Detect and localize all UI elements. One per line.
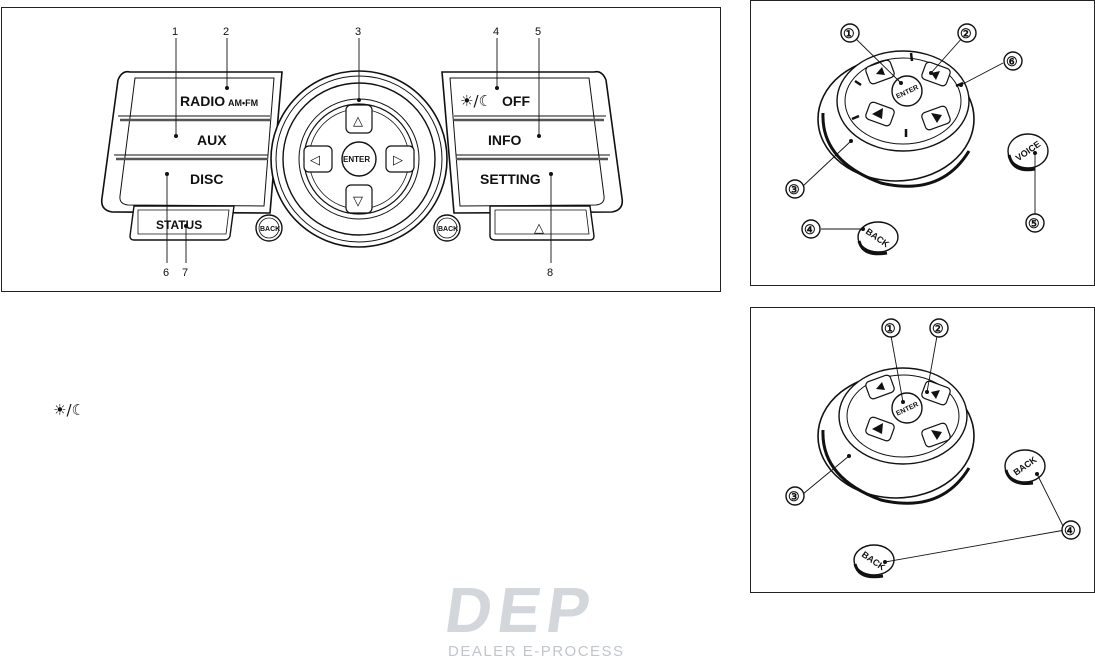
svg-text:①: ①	[884, 321, 896, 336]
am-fm-label: AM•FM	[228, 98, 258, 108]
off-button-label[interactable]: OFF	[502, 93, 530, 109]
right-button-separators	[454, 115, 610, 161]
dep-watermark: DEP DEALER E-PROCESS	[438, 574, 658, 662]
callout-circle-1-top: ①	[840, 23, 860, 43]
callout-circle-5-top: ⑤	[1025, 213, 1045, 233]
callout-2: 2	[223, 26, 229, 38]
watermark-logo: DEP	[440, 574, 601, 646]
status-button[interactable]	[129, 205, 235, 241]
steer-up-key[interactable]	[865, 59, 896, 85]
steer-left-key[interactable]	[865, 101, 896, 127]
back-button-lower[interactable]: BACK	[853, 544, 895, 579]
steer-down-key[interactable]	[921, 105, 952, 131]
left-button-separators	[114, 115, 270, 161]
steering-switch-diagram-back: ENTER BACK BACK ① ② ③ ④	[750, 307, 1095, 593]
right-housing	[441, 70, 624, 214]
arrow-right-key[interactable]: ▷	[385, 145, 415, 173]
status-button-label: STATUS	[156, 218, 202, 232]
left-housing	[100, 70, 283, 214]
svg-text:①: ①	[843, 26, 855, 41]
callout-circle-4-top: ④	[801, 219, 821, 239]
callout-7: 7	[182, 267, 188, 279]
callout-lines-top	[802, 36, 1036, 230]
svg-text:③: ③	[788, 489, 800, 504]
arrow-left-icon: ◁	[310, 153, 320, 168]
info-button-label[interactable]: INFO	[488, 132, 522, 148]
callout-lines-bottom	[802, 335, 1066, 563]
steer-up-key-bottom[interactable]	[865, 374, 896, 400]
steer-left-key-bottom[interactable]	[865, 416, 896, 442]
enter-button[interactable]: ENTER	[341, 141, 377, 177]
callout-circle-3-bottom: ③	[785, 486, 805, 506]
back-left-label: BACK	[260, 226, 280, 233]
steering-switch-drawing-top: ENTER VOICE BACK ① ② ⑥ ③ ④ ⑤	[785, 23, 1049, 256]
svg-text:⑤: ⑤	[1028, 216, 1040, 231]
back-button-left[interactable]: BACK	[255, 214, 283, 242]
steer-back-button[interactable]: BACK	[857, 221, 899, 256]
svg-text:⑥: ⑥	[1006, 54, 1018, 69]
callout-5: 5	[535, 26, 541, 38]
callout-circle-2-top: ②	[957, 23, 977, 43]
control-panel-diagram: RADIO AM•FM AUX DISC ☀/☾ OFF INFO SETTIN…	[1, 7, 721, 292]
callout-lines	[166, 38, 552, 263]
callout-circle-6-top: ⑥	[1003, 51, 1023, 71]
arrow-right-icon: ▷	[393, 153, 403, 168]
aux-button-label[interactable]: AUX	[197, 132, 227, 148]
setting-button-label[interactable]: SETTING	[480, 171, 541, 187]
callout-circle-4-bottom: ④	[1061, 520, 1081, 540]
arrow-up-key[interactable]: △	[345, 104, 373, 134]
steer-down-key-bottom[interactable]	[921, 422, 952, 448]
callout-4: 4	[493, 26, 499, 38]
steer-enter-button-bottom[interactable]: ENTER	[891, 392, 923, 424]
enter-label: ENTER	[343, 155, 370, 164]
hazard-icon: △	[534, 221, 544, 236]
steer-enter-button[interactable]: ENTER	[891, 75, 923, 107]
back-button-right[interactable]: BACK	[433, 214, 461, 242]
hazard-button[interactable]	[489, 205, 595, 241]
watermark-subtitle: DEALER E-PROCESS	[448, 643, 625, 660]
callout-dots	[165, 86, 553, 228]
svg-text:④: ④	[1064, 523, 1076, 538]
back-right-label: BACK	[438, 226, 458, 233]
callout-1: 1	[172, 26, 178, 38]
arrow-down-key[interactable]: ▽	[345, 184, 373, 214]
callout-6: 6	[163, 267, 169, 279]
arrow-up-icon: △	[353, 114, 363, 129]
disc-button-label[interactable]: DISC	[190, 171, 223, 187]
callout-3: 3	[355, 26, 361, 38]
daynight-icon[interactable]: ☀/☾	[460, 92, 492, 110]
svg-text:②: ②	[960, 26, 972, 41]
steering-switch-diagram-voice: ENTER VOICE BACK ① ② ⑥ ③ ④ ⑤	[750, 0, 1095, 286]
arrow-left-key[interactable]: ◁	[303, 145, 333, 173]
callout-circle-1-bottom: ①	[881, 318, 901, 338]
control-panel-drawing: RADIO AM•FM AUX DISC ☀/☾ OFF INFO SETTIN…	[100, 26, 624, 279]
daynight-icon-body: ☀/☾	[53, 401, 85, 419]
voice-button[interactable]: VOICE	[1007, 133, 1049, 172]
callout-8: 8	[547, 267, 553, 279]
svg-text:④: ④	[804, 222, 816, 237]
steering-switch-drawing-bottom: ENTER BACK BACK ① ② ③ ④	[785, 318, 1081, 579]
callout-circle-3-top: ③	[785, 179, 805, 199]
svg-text:②: ②	[932, 321, 944, 336]
radio-button-label[interactable]: RADIO	[180, 93, 225, 109]
steer-right-key[interactable]	[921, 61, 952, 87]
steer-right-key-bottom[interactable]	[921, 380, 952, 406]
svg-text:③: ③	[788, 182, 800, 197]
callout-circle-2-bottom: ②	[929, 318, 949, 338]
arrow-down-icon: ▽	[353, 194, 363, 209]
